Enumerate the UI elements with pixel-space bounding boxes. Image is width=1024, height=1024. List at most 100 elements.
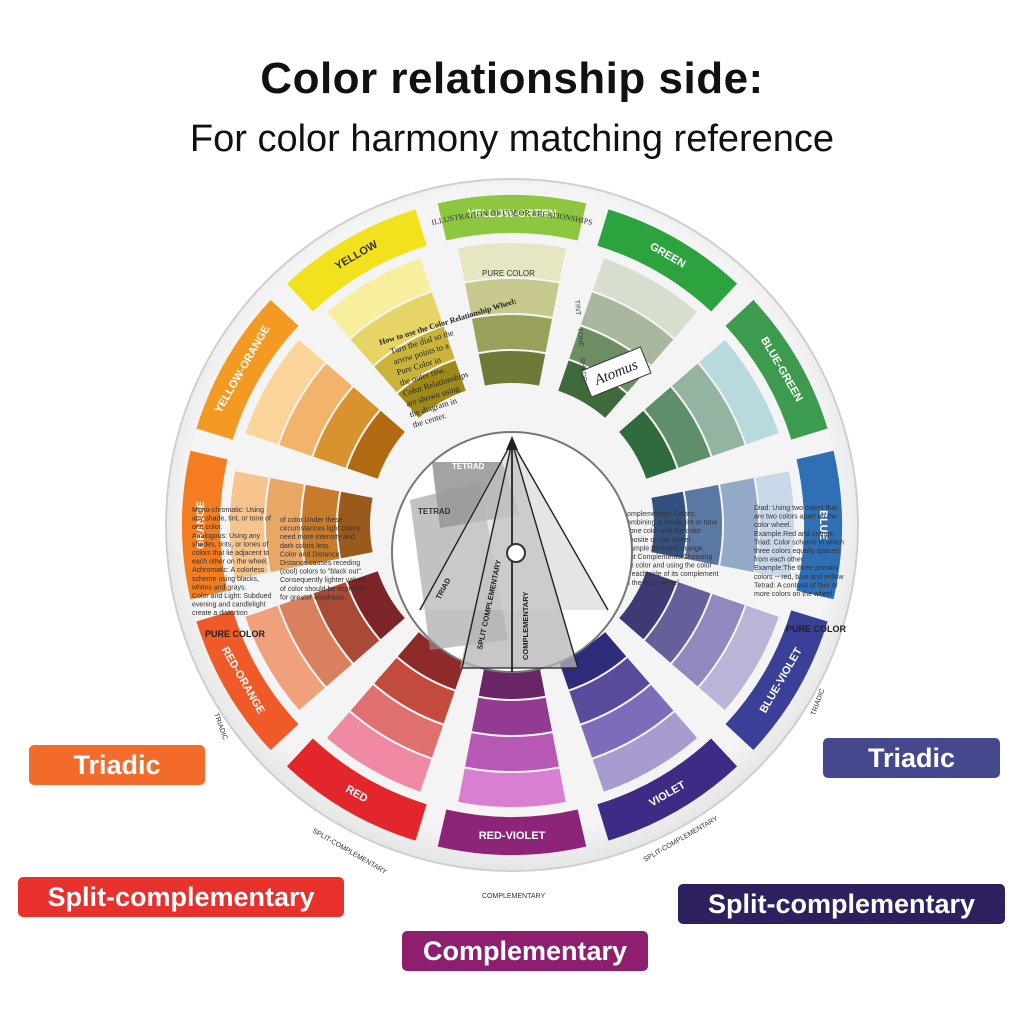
- tint-swatch: [471, 314, 553, 353]
- info-line: each other on the wheel.: [192, 559, 269, 566]
- tint-swatch: [684, 484, 722, 566]
- segment-label: YELLOW-GREEN: [467, 208, 557, 220]
- tint-swatch: [569, 657, 650, 724]
- tint-swatch: [326, 712, 432, 792]
- segment-yellow: YELLOW: [286, 209, 466, 418]
- tint-swatch: [313, 582, 380, 663]
- tint-swatch: [374, 326, 455, 393]
- tint-swatch: [301, 484, 340, 566]
- segment-label: BLUE: [817, 510, 829, 540]
- pure-color-band: [796, 450, 842, 600]
- tint-swatch: [245, 339, 325, 445]
- tint-swatch: [458, 243, 566, 282]
- pure-color-band: [437, 195, 587, 241]
- triadic-tag-left: Triadic: [29, 745, 205, 785]
- tint-swatch: [347, 410, 405, 479]
- info-line: one color.: [192, 524, 222, 531]
- tint-swatch: [465, 278, 559, 317]
- info-line: any shade, tint, or tone of: [192, 516, 271, 523]
- pure-color-band: [286, 209, 427, 312]
- info-line: Tetrad: A contrast of four or: [754, 582, 839, 589]
- segment-label: RED-VIOLET: [479, 830, 546, 842]
- complementary-tag: Complementary: [402, 931, 648, 971]
- segment-orange: ORANGE: [182, 450, 373, 600]
- complementary-small-label: COMPLEMENTARY: [482, 893, 545, 900]
- tint-swatch: [245, 605, 325, 711]
- triad-line-left: [419, 441, 513, 611]
- tint-swatch: [644, 582, 711, 663]
- info-line: colors -- red, blue and yellow: [754, 574, 844, 581]
- pure-color-band: [597, 738, 738, 841]
- right-info: Complementary Colors:Combining a shade,t…: [622, 505, 844, 598]
- pure-color-band: [196, 610, 299, 751]
- info-line: color wheel.: [754, 522, 791, 529]
- pure-color-band: [725, 299, 828, 440]
- tint-swatch: [581, 684, 674, 758]
- info-line: Achromatic: A colorless: [192, 567, 265, 574]
- tint-swatch: [350, 684, 443, 758]
- tint-swatch: [347, 571, 405, 640]
- tint-swatch: [671, 363, 745, 456]
- tint-swatch: [279, 363, 353, 456]
- triad-shape: [418, 440, 608, 610]
- info-line: Example.Red and orange.: [754, 531, 835, 538]
- info-line: opposite on the wheel.: [622, 537, 692, 544]
- segment-violet: VIOLET: [558, 632, 738, 841]
- triad-line-right: [511, 441, 609, 611]
- info-line: for greater emphasis.: [280, 594, 346, 601]
- complementary-label: COMPLEMENTARY: [521, 592, 530, 660]
- info-line: Split Complements:Choosing: [622, 554, 712, 561]
- info-line: circumstances light colors: [280, 526, 361, 533]
- pure-color-band: [196, 299, 299, 440]
- pure-color-band: [437, 809, 587, 856]
- tetrad-label: TETRAD: [452, 462, 485, 471]
- info-line: on each side of its complement: [622, 571, 719, 578]
- dial-pivot[interactable]: [506, 543, 526, 563]
- tint-swatch: [478, 664, 546, 699]
- tint-tone-shade-top: TINT TONE SHADE: [573, 300, 587, 383]
- pure-color-label-top: PURE COLOR: [482, 269, 535, 278]
- segment-red: RED: [286, 632, 466, 841]
- info-line: Example:The three primary: [754, 565, 839, 572]
- info-line: Consequently lighter values: [280, 577, 366, 584]
- tint-swatch: [279, 594, 353, 687]
- triadic-tag-right: Triadic: [823, 738, 1000, 778]
- info-line: Color and Distance:: [280, 551, 342, 558]
- info-line: of color.Under these: [280, 517, 343, 524]
- pure-color-band: [597, 209, 738, 312]
- info-line: from each other.: [754, 557, 805, 564]
- split-complementary-tag-right: Split-complementary: [678, 884, 1005, 924]
- info-line: colors that lie adjacent to: [192, 550, 270, 557]
- info-line: more colors on the wheel.: [754, 591, 834, 598]
- segment-blue-violet: BLUE-VIOLET: [619, 571, 828, 751]
- tetrad-label-2: TETRAD: [418, 507, 451, 516]
- info-line: whites and grays.: [191, 584, 247, 591]
- tint-swatch: [755, 471, 794, 579]
- segment-red-violet: RED-VIOLET: [437, 664, 587, 856]
- pure-color-band: [286, 738, 427, 841]
- info-line: evening and candlelight: [192, 602, 266, 609]
- info-line: are two colors apart on the: [754, 514, 837, 521]
- info-line: Combining a shade,tint or tone: [622, 520, 717, 527]
- center-dial[interactable]: TETRAD TETRAD TRIAD SPLIT COMPLEMENTARY …: [391, 431, 633, 673]
- pure-color-label-right: PURE COLOR: [786, 624, 847, 634]
- info-line: Distance causes receding: [280, 560, 360, 567]
- page-title: Color relationship side:: [260, 54, 764, 103]
- pure-color-band: [182, 450, 228, 600]
- svg-text:SHADE: SHADE: [578, 357, 587, 382]
- info-line: (cool) colors to "black out".: [280, 569, 363, 576]
- tint-swatch: [592, 258, 698, 338]
- info-line: one color and using the color: [622, 563, 713, 570]
- info-line: Triad: Color scheme in which: [754, 539, 844, 546]
- info-line: create a distortion: [192, 610, 248, 617]
- tint-swatch: [558, 632, 627, 690]
- tint-swatch: [592, 712, 698, 792]
- info-line: three colors equally spaced: [754, 548, 839, 555]
- segment-blue-green: BLUE-GREEN: [619, 299, 828, 479]
- pure-color-band: [725, 610, 828, 751]
- tint-swatch: [619, 410, 677, 479]
- pure-color-label-left: PURE COLOR: [205, 629, 266, 639]
- info-line: shades, tints, or tones of: [192, 541, 268, 548]
- split-complementary-tag-left: Split-complementary: [18, 877, 344, 917]
